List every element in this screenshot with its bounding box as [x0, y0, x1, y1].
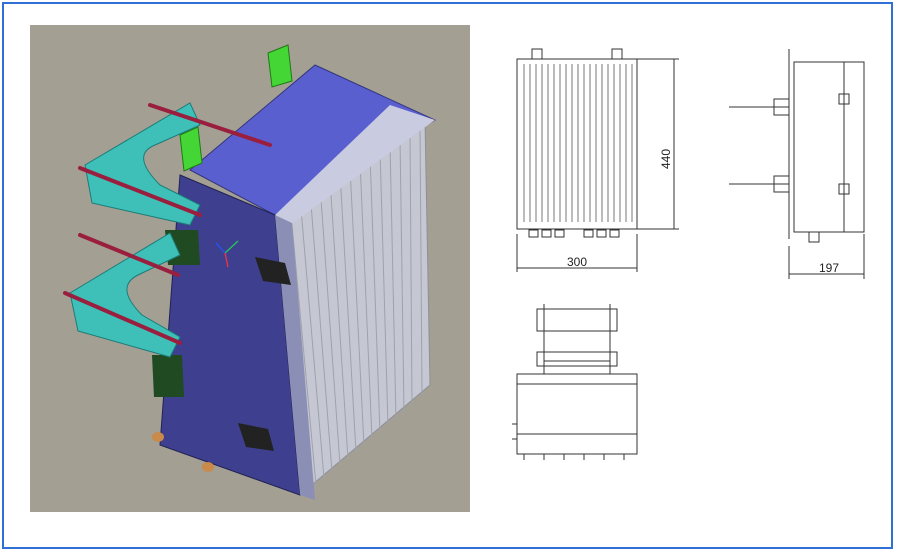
top-face-rear-strip — [275, 105, 435, 225]
front-view-connectors — [528, 229, 620, 238]
threaded-rods — [63, 103, 272, 345]
drawings-svg: 440 300 197 — [512, 48, 865, 460]
dim-depth: 197 — [819, 261, 839, 275]
fin-lines — [279, 124, 423, 492]
technical-drawings: 440 300 197 — [484, 34, 884, 504]
top-view — [512, 304, 638, 460]
front-side-strip — [275, 215, 315, 500]
mount-tab-top — [267, 44, 293, 88]
lug-lower — [152, 355, 184, 397]
side-view — [729, 49, 865, 279]
axis-gizmo — [215, 240, 239, 268]
enclosure-3d-render — [30, 25, 470, 512]
bracket-upper — [84, 102, 201, 226]
front-view — [516, 48, 679, 272]
dim-width: 300 — [567, 255, 587, 269]
bottom-connector-1 — [152, 432, 164, 442]
bottom-connector-2 — [202, 462, 214, 472]
latch-top — [255, 257, 291, 285]
latch-bottom — [238, 423, 274, 451]
mount-tab-upper — [179, 126, 203, 172]
enclosure-3d-svg — [63, 44, 437, 500]
dim-height: 440 — [659, 149, 673, 169]
front-view-fins — [523, 64, 633, 222]
